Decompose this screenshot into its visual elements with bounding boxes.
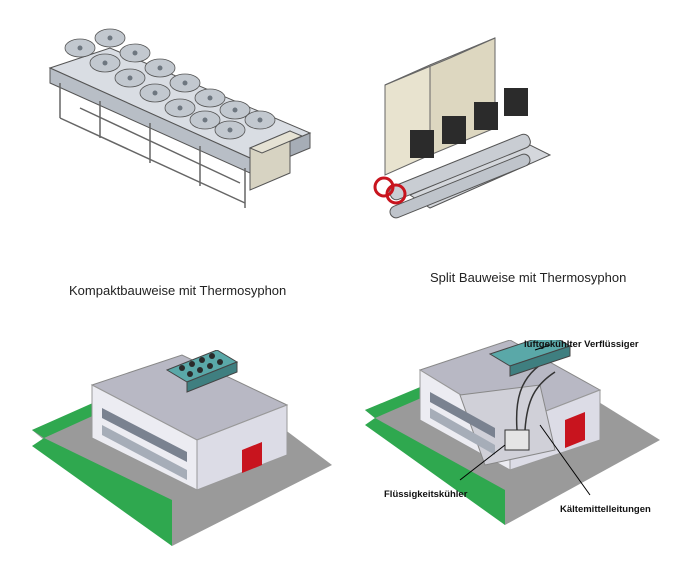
caption-split: Split Bauweise mit Thermosyphon bbox=[430, 270, 627, 285]
caption-compact: Kompaktbauweise mit Thermosyphon bbox=[69, 283, 287, 298]
callout-refrigerant-lines: Kältemittelleitungen bbox=[560, 504, 651, 515]
callout-condenser: luftgekühlter Verflüssiger bbox=[524, 339, 639, 350]
building-compact-illustration bbox=[32, 350, 332, 546]
split-chiller-illustration bbox=[370, 30, 560, 230]
callout-chiller: Flüssigkeitskühler bbox=[384, 489, 468, 500]
building-split-illustration bbox=[365, 340, 665, 540]
compact-dry-cooler-illustration bbox=[40, 8, 320, 218]
